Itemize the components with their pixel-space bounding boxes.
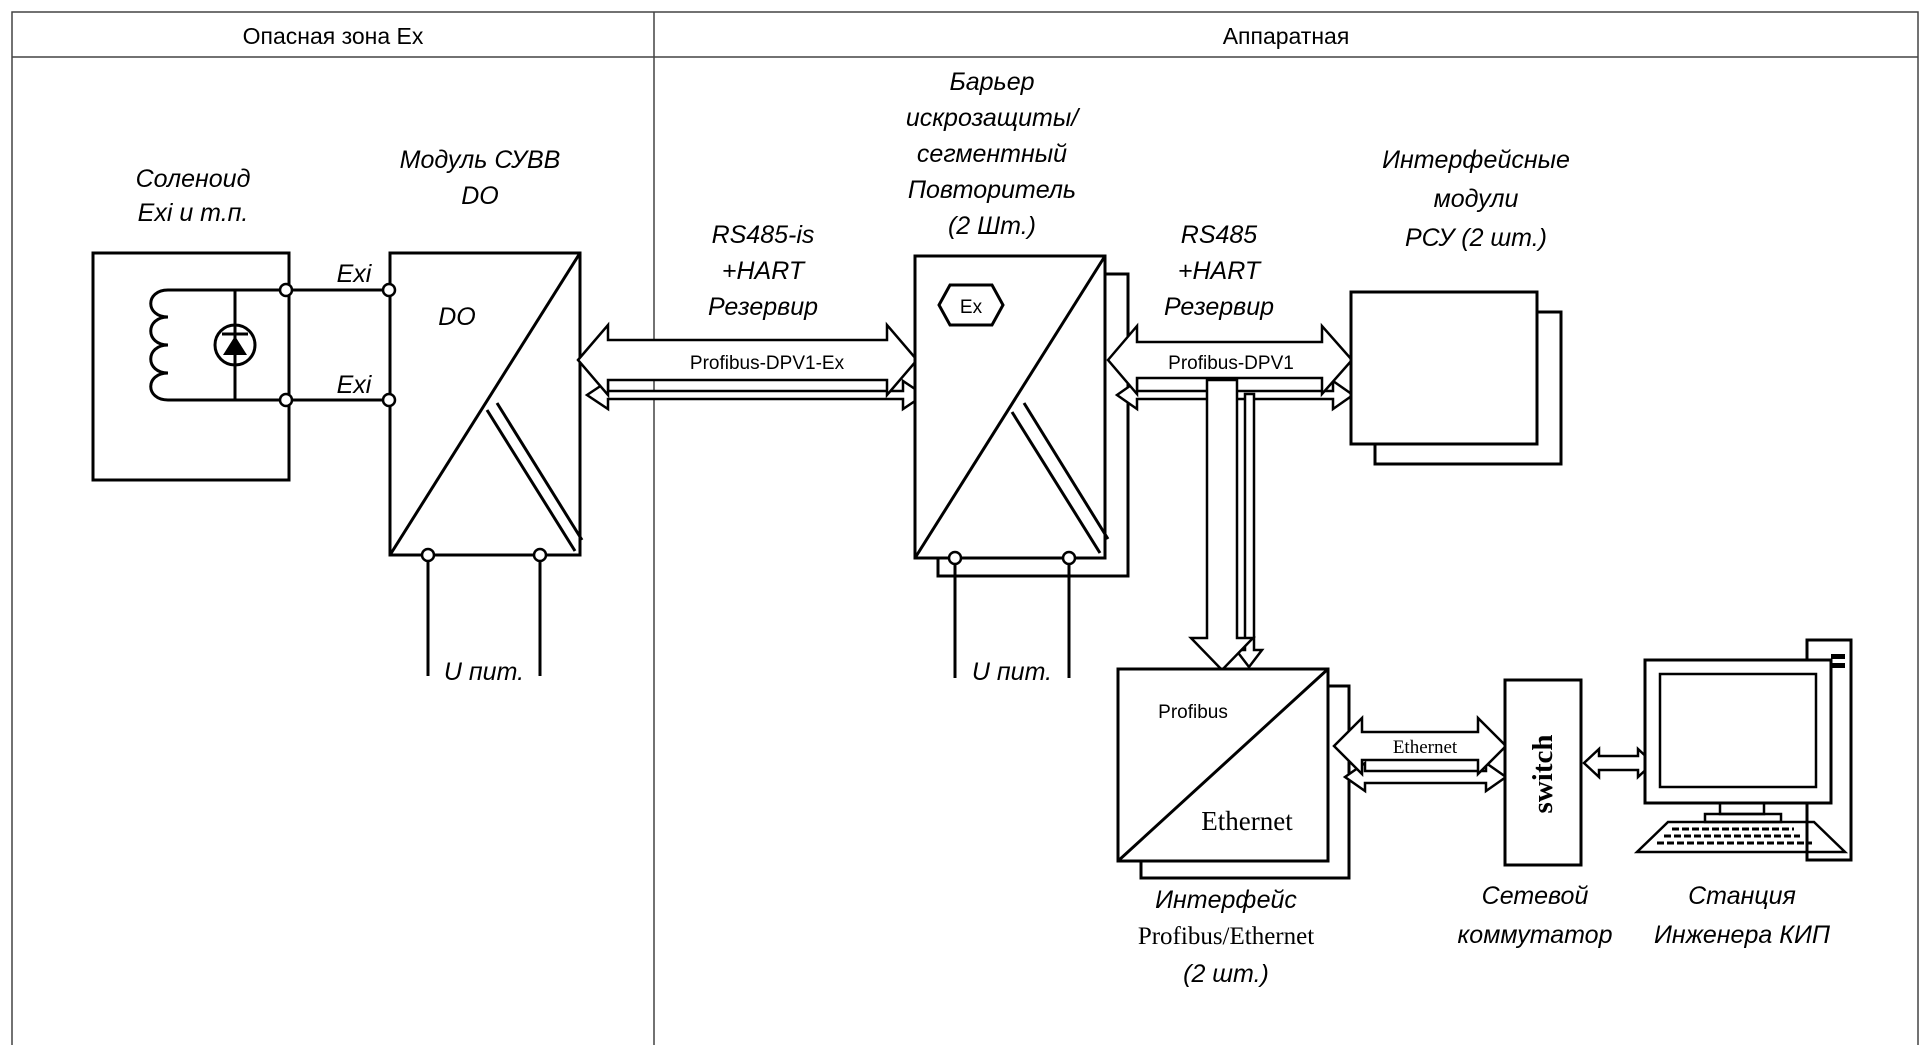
link-is-line2: +HART bbox=[722, 257, 806, 285]
exi-label-top: Exi bbox=[337, 260, 373, 288]
link-rs485-line2: +HART bbox=[1178, 257, 1262, 285]
dcs-modules-title-line2: модули bbox=[1434, 185, 1519, 213]
switch-block bbox=[1503, 678, 1583, 867]
link-is-line1: RS485-is bbox=[712, 221, 815, 249]
barrier-title-line2: искрозащиты/ bbox=[906, 104, 1081, 132]
dcs-modules-title-line1: Интерфейсные bbox=[1382, 146, 1570, 174]
dcs-modules-block bbox=[1349, 290, 1563, 466]
barrier-block bbox=[913, 254, 1130, 678]
gateway-block bbox=[1116, 667, 1351, 880]
do-supply-label: U пит. bbox=[444, 658, 524, 686]
solenoid-block bbox=[91, 251, 294, 482]
station-link-arrow bbox=[1582, 746, 1655, 780]
exi-label-bottom: Exi bbox=[337, 371, 373, 399]
barrier-title-line3: сегментный bbox=[917, 140, 1067, 168]
link-is-line3: Резервир bbox=[708, 293, 818, 321]
switch-caption-line2: коммутатор bbox=[1457, 921, 1612, 949]
switch-caption-line1: Сетевой bbox=[1482, 882, 1589, 910]
barrier-title-line4: Повторитель bbox=[908, 176, 1076, 204]
barrier-title-line1: Барьер bbox=[949, 68, 1034, 96]
barrier-title-line5: (2 Шт.) bbox=[948, 212, 1036, 240]
gateway-caption-line3: (2 шт.) bbox=[1183, 960, 1269, 988]
computer-station-icon bbox=[1633, 638, 1853, 862]
bus-arrow-is-secondary bbox=[584, 378, 927, 412]
coil-icon bbox=[149, 288, 183, 402]
diode-icon bbox=[213, 290, 257, 400]
bus-arrow-down-secondary bbox=[1233, 392, 1265, 670]
do-module-title-line1: Модуль СУВВ bbox=[400, 146, 561, 174]
header-frame bbox=[11, 11, 1919, 1045]
ethernet-link-label: Ethernet bbox=[1393, 737, 1458, 758]
solenoid-title-line2: Exi и т.п. bbox=[138, 199, 249, 227]
link-rs485-line1: RS485 bbox=[1181, 221, 1258, 249]
solenoid-title-line1: Соленоид bbox=[136, 165, 251, 193]
do-module-block bbox=[381, 251, 584, 676]
gateway-caption-line2: Profibus/Ethernet bbox=[1138, 923, 1314, 950]
do-module-title-line2: DO bbox=[461, 182, 499, 210]
station-caption-line2: Инженера КИП bbox=[1654, 921, 1831, 949]
link-rs485-line3: Резервир bbox=[1164, 293, 1274, 321]
dcs-modules-title-line3: РСУ (2 шт.) bbox=[1405, 224, 1547, 252]
link-rs485-bus-label: Profibus-DPV1 bbox=[1168, 353, 1294, 374]
zone-hazardous-title: Опасная зона Ex bbox=[243, 23, 424, 49]
do-inner-label: DO bbox=[438, 303, 476, 331]
gateway-inner-top: Profibus bbox=[1158, 702, 1228, 723]
bus-arrow-down-primary bbox=[1188, 378, 1256, 672]
ex-hexagon-icon bbox=[937, 283, 1005, 327]
gateway-inner-bottom: Ethernet bbox=[1201, 806, 1293, 836]
ex-mark-label: Ex bbox=[960, 297, 983, 318]
switch-inner-label: switch bbox=[1527, 735, 1559, 814]
station-caption-line1: Станция bbox=[1688, 882, 1796, 910]
gateway-caption-line1: Интерфейс bbox=[1155, 886, 1297, 914]
zone-control-room-title: Аппаратная bbox=[1223, 23, 1350, 49]
link-is-bus-label: Profibus-DPV1-Ex bbox=[690, 353, 845, 374]
barrier-supply-label: U пит. bbox=[972, 658, 1052, 686]
